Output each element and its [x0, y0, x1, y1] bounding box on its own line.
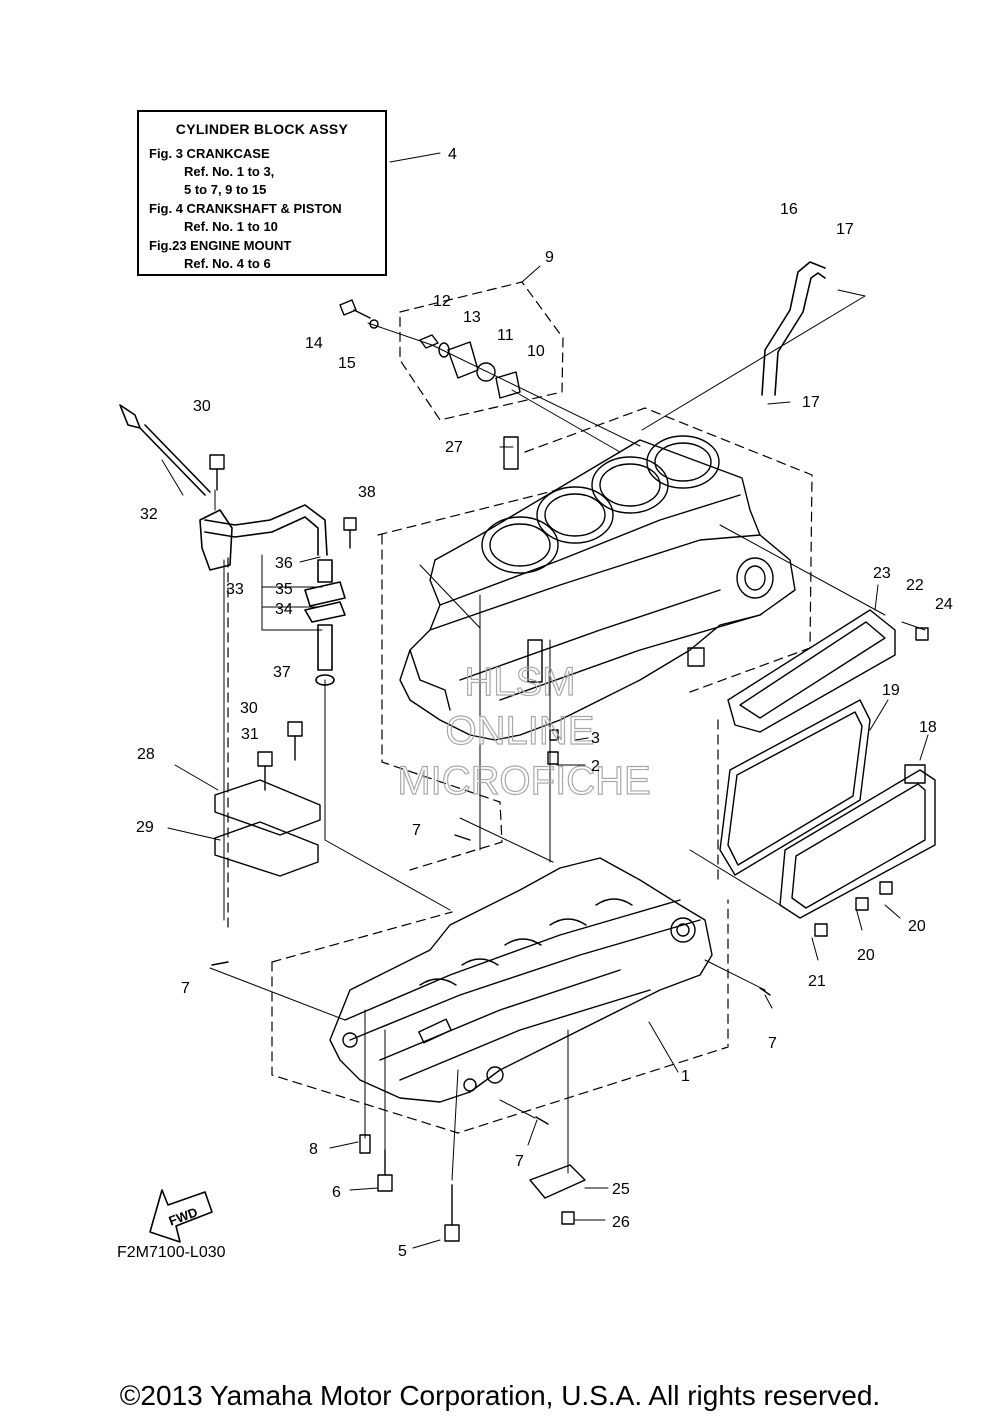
callout-14: 14	[305, 335, 323, 352]
callout-2: 2	[591, 758, 600, 775]
reference-line-3: 5 to 7, 9 to 15	[184, 182, 267, 197]
leader-lines	[161, 152, 929, 1249]
reference-line-1: Fig. 3 CRANKCASE	[149, 146, 270, 161]
fasteners	[209, 299, 929, 1242]
callout-numbers: 4 9 12 13 11 10 14 15 16 17 17 30 38 32 …	[136, 146, 953, 1260]
callout-38: 38	[358, 484, 376, 501]
assembly-boundaries	[227, 281, 813, 1134]
callout-4: 4	[448, 146, 457, 163]
callout-37: 37	[273, 664, 291, 681]
callout-25: 25	[612, 1181, 630, 1198]
exhaust-side-parts	[719, 609, 936, 919]
reference-line-5: Ref. No. 1 to 10	[184, 219, 278, 234]
fwd-label: FWD	[167, 1204, 200, 1228]
diagram-code: F2M7100-L030	[117, 1244, 226, 1261]
reference-box: CYLINDER BLOCK ASSY Fig. 3 CRANKCASE Ref…	[137, 110, 387, 276]
callout-19: 19	[882, 682, 900, 699]
callout-7c: 7	[768, 1035, 777, 1052]
callout-20b: 20	[857, 947, 875, 964]
copyright-notice: ©2013 Yamaha Motor Corporation, U.S.A. A…	[119, 1380, 881, 1411]
callout-31: 31	[241, 726, 259, 743]
crankcase	[329, 857, 713, 1103]
callout-13: 13	[463, 309, 481, 326]
hose-16	[761, 261, 826, 396]
callout-29: 29	[136, 819, 154, 836]
callout-1: 1	[681, 1068, 690, 1085]
callout-12: 12	[433, 293, 451, 310]
reference-line-4: Fig. 4 CRANKSHAFT & PISTON	[149, 201, 342, 216]
callout-30a: 30	[193, 398, 211, 415]
callout-23: 23	[873, 565, 891, 582]
callout-21: 21	[808, 973, 826, 990]
callout-33: 33	[226, 581, 244, 598]
callout-9: 9	[545, 249, 554, 266]
oil-pipe-assembly	[119, 404, 346, 686]
cylinder-block	[399, 435, 796, 741]
callout-7a: 7	[412, 822, 421, 839]
callout-30b: 30	[240, 700, 258, 717]
callout-16: 16	[780, 201, 798, 218]
fwd-arrow-icon	[149, 1189, 213, 1243]
callout-3: 3	[591, 730, 600, 747]
callout-7d: 7	[515, 1153, 524, 1170]
callout-5: 5	[398, 1243, 407, 1260]
callout-28: 28	[137, 746, 155, 763]
watermark-line-3: MICROFICHE	[397, 759, 650, 803]
callout-26: 26	[612, 1214, 630, 1231]
callout-20a: 20	[908, 918, 926, 935]
reference-line-7: Ref. No. 4 to 6	[184, 256, 271, 271]
callout-11: 11	[497, 327, 514, 344]
callout-24: 24	[935, 596, 953, 613]
reference-line-2: Ref. No. 1 to 3,	[184, 164, 275, 179]
callout-32: 32	[140, 506, 158, 523]
callout-17b: 17	[802, 394, 820, 411]
callout-17a: 17	[836, 221, 854, 238]
callout-34: 34	[275, 601, 293, 618]
callout-22: 22	[906, 577, 924, 594]
callout-18: 18	[919, 719, 937, 736]
callout-6: 6	[332, 1184, 341, 1201]
callout-27: 27	[445, 439, 463, 456]
callout-36: 36	[275, 555, 293, 572]
watermark-line-2: ONLINE	[446, 709, 595, 753]
callout-15: 15	[338, 355, 356, 372]
callout-10: 10	[527, 343, 545, 360]
callout-8: 8	[309, 1141, 318, 1158]
reference-line-6: Fig.23 ENGINE MOUNT	[149, 238, 292, 253]
reference-box-title: CYLINDER BLOCK ASSY	[175, 121, 349, 137]
callout-7b: 7	[181, 980, 190, 997]
watermark-line-1: HLSM	[464, 660, 575, 704]
callout-35: 35	[275, 581, 293, 598]
